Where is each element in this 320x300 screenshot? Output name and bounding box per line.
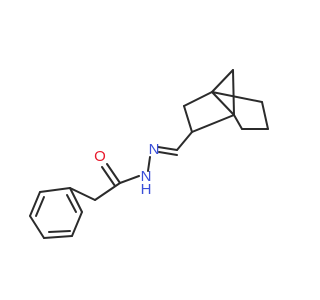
bond <box>69 187 83 213</box>
bond <box>191 114 235 133</box>
oxygen-atom-label: O <box>94 148 106 165</box>
amide-hydrogen-label: H <box>141 181 152 198</box>
bond <box>39 187 71 193</box>
bond <box>158 151 178 156</box>
bond <box>71 211 83 237</box>
imine-nitrogen-label: N <box>149 141 160 158</box>
bond <box>176 131 193 151</box>
bond <box>211 91 263 103</box>
bond <box>43 235 73 239</box>
bond <box>211 69 234 93</box>
bond <box>157 146 178 151</box>
bond <box>261 101 269 130</box>
molecule-canvas: O N N H <box>29 69 269 239</box>
bond <box>29 215 45 239</box>
bond <box>69 187 96 201</box>
bond <box>232 69 235 116</box>
bond <box>183 105 193 133</box>
bond <box>94 182 121 201</box>
bond <box>48 230 71 233</box>
bond <box>106 163 121 184</box>
amide-nitrogen-label: N <box>141 168 152 185</box>
bond <box>101 166 116 187</box>
bond <box>233 114 243 130</box>
bond <box>119 175 140 184</box>
bond <box>29 191 41 217</box>
bond <box>66 194 77 213</box>
bond <box>35 196 45 217</box>
bond <box>147 156 151 172</box>
molecule-structure: O N N H <box>29 69 269 239</box>
bond <box>211 91 235 116</box>
bond <box>183 91 213 107</box>
